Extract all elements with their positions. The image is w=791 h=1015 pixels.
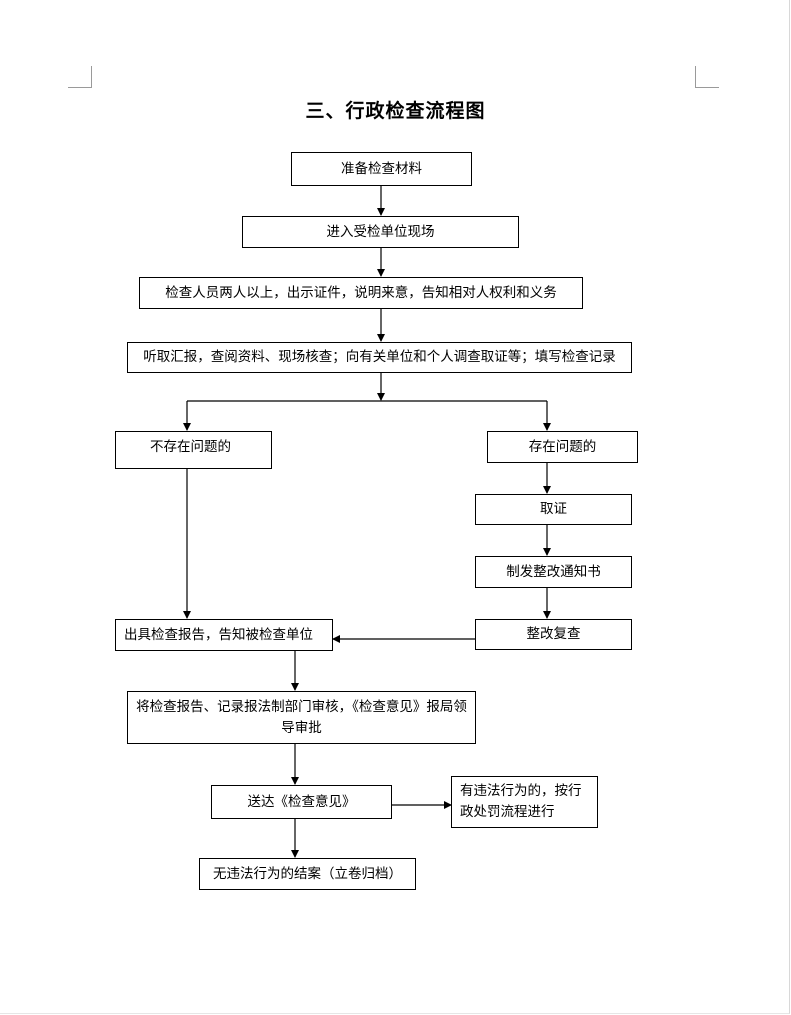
step-no-problem: 不存在问题的 (115, 431, 272, 469)
step-collect-evidence: 取证 (475, 494, 632, 525)
page-title: 三、行政检查流程图 (305, 100, 486, 122)
crop-mark-top-right (695, 66, 719, 88)
step-prepare-materials: 准备检查材料 (291, 152, 472, 186)
step-enter-site: 进入受检单位现场 (242, 216, 519, 248)
step-has-problem: 存在问题的 (487, 431, 638, 463)
step-issue-report: 出具检查报告，告知被检查单位 (115, 619, 333, 651)
step-inspectors-present: 检查人员两人以上，出示证件，说明来意，告知相对人权利和义务 (139, 277, 583, 309)
step-rectify-recheck: 整改复查 (475, 619, 632, 650)
crop-mark-top-left (68, 66, 92, 88)
step-deliver-opinion: 送达《检查意见》 (211, 785, 392, 819)
step-legal-review: 将检查报告、记录报法制部门审核，《检查意见》报局领导审批 (127, 691, 476, 744)
step-listen-review: 听取汇报，查阅资料、现场核查；向有关单位和个人调查取证等；填写检查记录 (127, 342, 632, 373)
step-rectify-notice: 制发整改通知书 (475, 556, 632, 588)
step-violation-penalty: 有违法行为的，按行政处罚流程进行 (451, 776, 598, 828)
step-close-case: 无违法行为的结案（立卷归档） (199, 858, 416, 890)
